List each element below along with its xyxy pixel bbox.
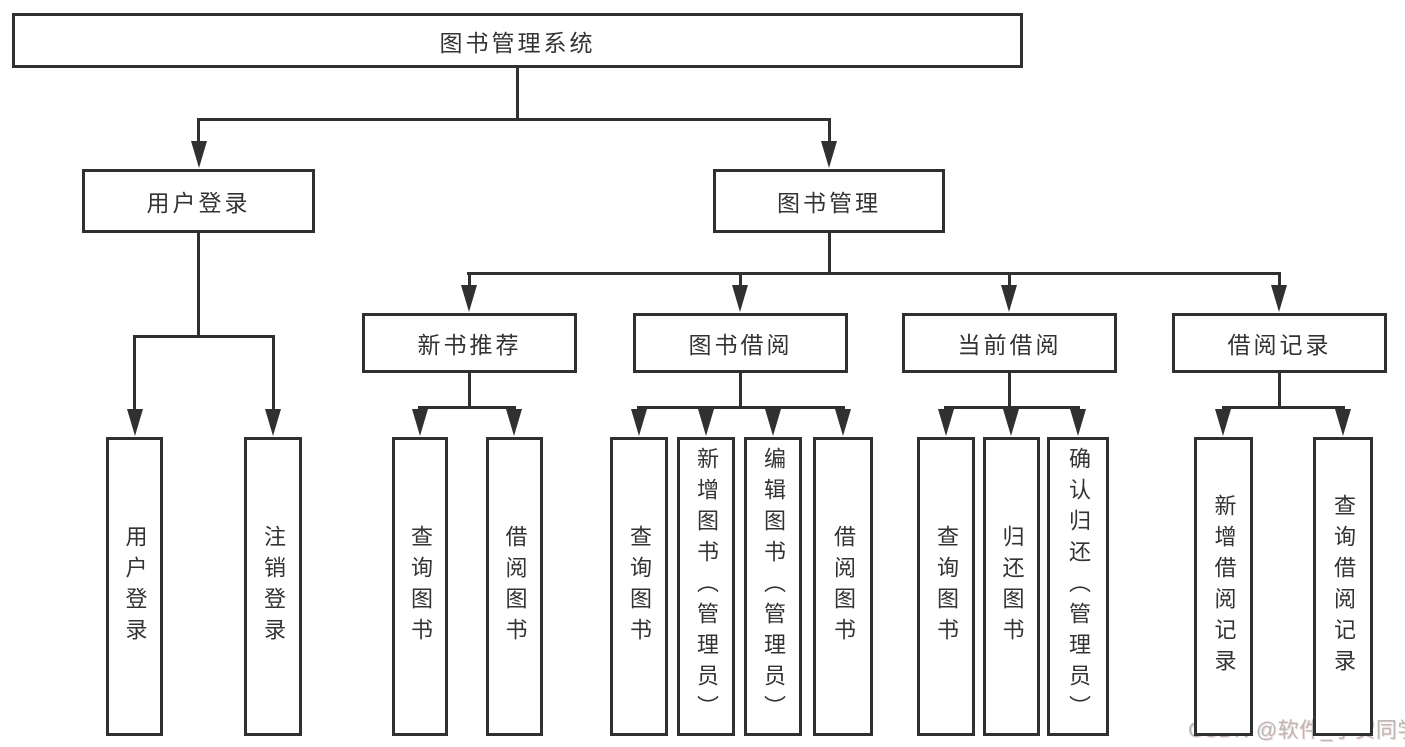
node-label: 新书推荐 — [417, 332, 522, 358]
arrow-down-icon — [191, 141, 207, 168]
connector-line — [1008, 372, 1011, 408]
node-user-login-leaf: 用户登录 — [106, 437, 163, 736]
connector-line — [197, 232, 200, 337]
arrow-down-icon — [461, 285, 477, 312]
connector-line — [468, 272, 471, 288]
arrow-down-icon — [1070, 409, 1086, 436]
node-edit-books-admin: 编辑图书（管理员） — [744, 437, 802, 736]
node-label: 归还图书 — [999, 524, 1025, 649]
node-book-management: 图书管理 — [713, 169, 945, 233]
arrow-down-icon — [127, 409, 143, 436]
arrow-down-icon — [821, 141, 837, 168]
arrow-down-icon — [698, 409, 714, 436]
arrow-down-icon — [506, 409, 522, 436]
node-label: 查询图书 — [627, 524, 652, 649]
node-label: 注销登录 — [261, 524, 286, 649]
node-label: 图书借阅 — [688, 332, 793, 358]
node-user-login: 用户登录 — [82, 169, 315, 233]
connector-line — [1222, 406, 1345, 409]
node-book-borrowing: 图书借阅 — [633, 313, 848, 373]
node-borrowing-records: 借阅记录 — [1172, 313, 1387, 373]
arrow-down-icon — [835, 409, 851, 436]
arrow-down-icon — [412, 409, 428, 436]
node-label: 借阅图书 — [831, 524, 856, 649]
node-current-borrowing: 当前借阅 — [902, 313, 1117, 373]
node-add-borrow-record: 新增借阅记录 — [1194, 437, 1253, 736]
connector-line — [516, 66, 519, 120]
node-root: 图书管理系统 — [12, 13, 1023, 68]
node-label: 用户登录 — [146, 190, 251, 216]
arrow-down-icon — [1001, 285, 1017, 312]
node-label: 新增借阅记录 — [1211, 493, 1237, 680]
node-label: 用户登录 — [122, 524, 148, 649]
connector-line — [467, 272, 1281, 275]
node-label: 当前借阅 — [957, 332, 1062, 358]
node-query-books-borrowing: 查询图书 — [610, 437, 668, 736]
node-borrow-books-recommend: 借阅图书 — [486, 437, 543, 736]
node-return-books: 归还图书 — [983, 437, 1040, 736]
arrow-down-icon — [938, 409, 954, 436]
node-label: 借阅图书 — [502, 524, 528, 649]
connector-line — [739, 372, 742, 408]
connector-line — [197, 118, 200, 146]
connector-line — [133, 335, 275, 338]
arrow-down-icon — [1271, 285, 1287, 312]
connector-line — [1008, 272, 1011, 288]
arrow-down-icon — [1003, 409, 1019, 436]
node-query-borrow-record: 查询借阅记录 — [1313, 437, 1373, 736]
node-add-books-admin: 新增图书（管理员） — [677, 437, 735, 736]
arrow-down-icon — [631, 409, 647, 436]
connector-line — [1278, 372, 1281, 408]
node-query-books-recommend: 查询图书 — [392, 437, 448, 736]
node-label: 借阅记录 — [1227, 332, 1332, 358]
node-confirm-return-admin: 确认归还（管理员） — [1047, 437, 1109, 736]
node-label: 图书管理 — [777, 190, 881, 216]
connector-line — [828, 232, 831, 274]
arrow-down-icon — [732, 285, 748, 312]
node-label: 查询图书 — [934, 524, 959, 649]
connector-line — [272, 335, 275, 411]
connector-line — [133, 335, 136, 411]
connector-line — [828, 118, 831, 146]
connector-line — [197, 118, 831, 121]
connector-line — [637, 406, 845, 409]
connector-line — [418, 406, 516, 409]
node-label: 查询借阅记录 — [1331, 493, 1356, 680]
node-label: 编辑图书（管理员） — [761, 447, 786, 726]
node-label: 查询图书 — [408, 524, 433, 649]
arrow-down-icon — [1335, 409, 1351, 436]
connector-line — [1278, 272, 1281, 288]
node-label: 确认归还（管理员） — [1066, 447, 1091, 726]
connector-line — [944, 406, 1080, 409]
connector-line — [468, 372, 471, 408]
arrow-down-icon — [265, 409, 281, 436]
node-logout-leaf: 注销登录 — [244, 437, 302, 736]
node-query-books-current: 查询图书 — [917, 437, 975, 736]
node-new-book-recommend: 新书推荐 — [362, 313, 577, 373]
node-label: 新增图书（管理员） — [694, 447, 719, 726]
node-borrow-books-borrowing: 借阅图书 — [813, 437, 873, 736]
node-label: 图书管理系统 — [439, 29, 596, 56]
arrow-down-icon — [1215, 409, 1231, 436]
arrow-down-icon — [765, 409, 781, 436]
connector-line — [739, 272, 742, 288]
